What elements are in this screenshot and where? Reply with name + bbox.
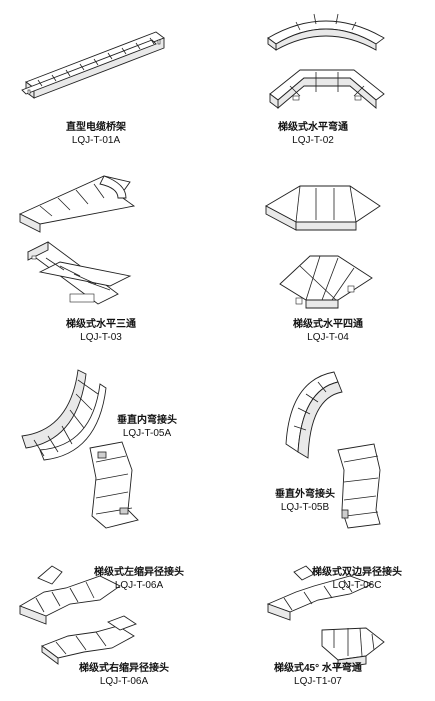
horizontal-bend-drawing <box>267 13 385 109</box>
item-name: 直型电缆桥架 <box>66 122 126 133</box>
right-reducer-drawing <box>41 615 137 665</box>
item-name: 梯级式45° 水平弯通 <box>274 663 362 674</box>
item-caption: 梯级式水平四通 LQJ-T-04 <box>293 318 363 344</box>
item-caption: 梯级式双边异径接头 LQJ-T-06C <box>312 566 402 592</box>
item-caption: 垂直外弯接头 LQJ-T-05B <box>275 488 335 514</box>
item-name: 梯级式左缩异径接头 <box>94 567 184 578</box>
item-code: LQJ-T-06C <box>332 580 382 591</box>
item-name: 垂直外弯接头 <box>275 489 335 500</box>
item-name: 梯级式水平四通 <box>293 319 363 330</box>
horizontal-tee-drawing <box>18 175 136 305</box>
item-name: 梯级式水平弯通 <box>278 122 348 133</box>
item-name: 梯级式右缩异径接头 <box>79 663 169 674</box>
item-code: LQJ-T-06A <box>114 580 164 591</box>
item-code: LQJ-T1-07 <box>294 676 342 687</box>
item-caption: 梯级式水平三通 LQJ-T-03 <box>66 318 136 344</box>
item-caption: 梯级式右缩异径接头 LQJ-T-06A <box>79 662 169 688</box>
item-code: LQJ-T-05A <box>122 428 172 439</box>
item-code: LQJ-T-06A <box>99 676 149 687</box>
vertical-inner-bend-drawing <box>21 369 139 529</box>
item-code: LQJ-T-04 <box>307 332 349 343</box>
double-reducer-drawing <box>266 565 374 621</box>
item-name: 垂直内弯接头 <box>117 415 177 426</box>
item-code: LQJ-T-02 <box>292 135 334 146</box>
item-name: 梯级式双边异径接头 <box>312 567 402 578</box>
item-code: LQJ-T-01A <box>71 135 121 146</box>
item-caption: 梯级式水平弯通 LQJ-T-02 <box>278 121 348 147</box>
item-caption: 垂直内弯接头 LQJ-T-05A <box>117 414 177 440</box>
vertical-outer-bend-drawing <box>285 371 381 529</box>
item-code: LQJ-T-05B <box>280 502 330 513</box>
item-caption: 梯级式45° 水平弯通 LQJ-T1-07 <box>274 662 362 688</box>
item-caption: 梯级式左缩异径接头 LQJ-T-06A <box>94 566 184 592</box>
straight-tray-drawing <box>21 31 165 99</box>
item-name: 梯级式水平三通 <box>66 319 136 330</box>
bend-45-drawing <box>321 627 385 669</box>
item-caption: 直型电缆桥架 LQJ-T-01A <box>66 121 126 147</box>
left-reducer-drawing <box>18 565 121 625</box>
item-code: LQJ-T-03 <box>80 332 122 343</box>
horizontal-cross-drawing <box>265 185 381 309</box>
